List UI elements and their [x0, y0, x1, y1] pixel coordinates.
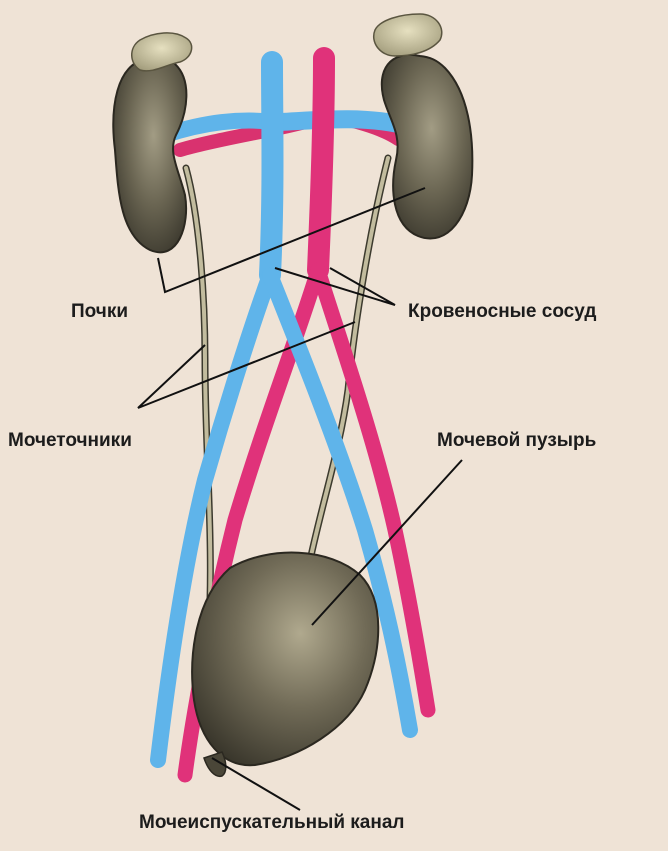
left-adrenal-gland	[132, 33, 192, 71]
label-urethra: Мочеиспускательный канал	[139, 812, 405, 834]
label-ureters: Мочеточники	[8, 430, 132, 452]
label-kidneys: Почки	[71, 301, 128, 323]
label-blood-vessels: Кровеносные сосуд	[408, 301, 596, 323]
label-bladder: Мочевой пузырь	[437, 430, 596, 452]
left-kidney	[113, 33, 191, 252]
urinary-bladder	[192, 553, 378, 777]
right-adrenal-gland	[374, 14, 442, 56]
